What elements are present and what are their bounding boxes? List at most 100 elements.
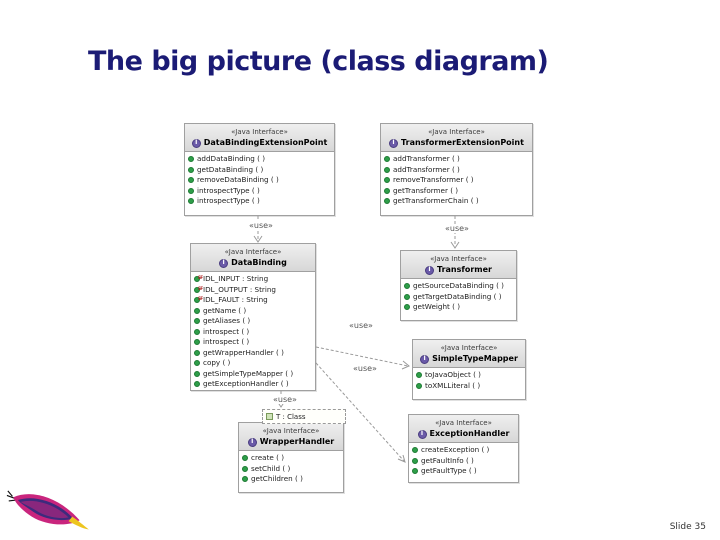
method-label: getDataBinding ( ) (197, 164, 264, 174)
class-body: addTransformer ( )addTransformer ( )remo… (381, 152, 532, 209)
method-row: getSimpleTypeMapper ( ) (194, 369, 312, 380)
stereotype-label: «Java Interface» (428, 128, 485, 136)
class-name-row: I TransformerExtensionPoint (383, 137, 530, 149)
method-label: introspectType ( ) (197, 185, 260, 195)
method-label: toXMLLiteral ( ) (425, 380, 481, 390)
class-header: «Java Interface» I DataBinding (191, 244, 315, 272)
method-icon (188, 187, 194, 194)
class-body: toJavaObject ( )toXMLLiteral ( ) (413, 368, 525, 393)
method-icon (412, 447, 418, 454)
field-row: IDL_INPUT : String (194, 273, 312, 285)
method-row: introspect ( ) (194, 327, 312, 338)
use-label-4: «use» (352, 364, 378, 373)
method-label: removeTransformer ( ) (393, 175, 474, 184)
method-row: getExceptionHandler ( ) (194, 379, 312, 390)
method-icon (188, 166, 194, 173)
method-row: addTransformer ( ) (384, 165, 529, 176)
slide-title: The big picture (class diagram) (88, 46, 549, 77)
method-icon (404, 293, 410, 300)
method-icon (384, 177, 390, 184)
method-icon (412, 468, 418, 475)
method-row: getAliases ( ) (194, 316, 312, 327)
method-row: addDataBinding ( ) (188, 154, 331, 165)
method-label: introspect ( ) (203, 326, 250, 336)
method-label: getSourceDataBinding ( ) (413, 281, 504, 290)
field-row: IDL_FAULT : String (194, 294, 312, 306)
method-row: getSourceDataBinding ( ) (404, 281, 513, 292)
method-icon (194, 349, 200, 356)
use-label-3: «use» (348, 321, 374, 330)
method-icon (384, 156, 390, 163)
class-name-row: I SimpleTypeMapper (415, 353, 523, 365)
class-header: «Java Interface» I SimpleTypeMapper (413, 340, 525, 368)
method-label: getSimpleTypeMapper ( ) (203, 368, 294, 378)
field-icon (194, 294, 203, 305)
method-icon (194, 318, 200, 325)
stereotype-label: «Java Interface» (440, 344, 498, 352)
method-icon (384, 198, 390, 205)
field-label: IDL_OUTPUT : String (203, 284, 276, 294)
method-row: getFaultType ( ) (412, 466, 515, 477)
class-box-databindingextensionpoint: «Java Interface» I DataBindingExtensionP… (184, 123, 335, 216)
class-box-exceptionhandler: «Java Interface» I ExceptionHandler crea… (408, 414, 519, 483)
class-box-transformer: «Java Interface» I Transformer getSource… (400, 250, 517, 321)
class-header: «Java Interface» I WrapperHandler (239, 423, 343, 451)
method-label: createException ( ) (421, 445, 490, 454)
method-row: getTransformer ( ) (384, 186, 529, 197)
class-name: WrapperHandler (259, 437, 335, 446)
field-icon (194, 273, 203, 284)
method-row: getFaultInfo ( ) (412, 456, 515, 467)
class-header: «Java Interface» I Transformer (401, 251, 516, 279)
method-label: getExceptionHandler ( ) (203, 379, 289, 388)
method-icon (194, 307, 200, 314)
method-icon (194, 339, 200, 346)
template-param-icon (266, 413, 273, 420)
class-name: ExceptionHandler (429, 429, 510, 438)
interface-icon: I (219, 258, 229, 268)
class-header: «Java Interface» I ExceptionHandler (409, 415, 518, 443)
method-row: getChildren ( ) (242, 474, 340, 485)
method-row: getName ( ) (194, 306, 312, 317)
class-name: DataBindingExtensionPoint (203, 138, 328, 147)
stereotype-label: «Java Interface» (430, 255, 487, 263)
method-icon (188, 177, 194, 184)
method-label: getChildren ( ) (251, 474, 303, 483)
method-label: getTransformer ( ) (393, 185, 459, 195)
method-row: getWeight ( ) (404, 302, 513, 313)
method-icon (412, 457, 418, 464)
method-icon (194, 328, 200, 335)
interface-icon: I (247, 437, 257, 447)
class-body: addDataBinding ( )getDataBinding ( )remo… (185, 152, 334, 209)
method-icon (188, 198, 194, 205)
method-icon (404, 304, 410, 311)
class-body: IDL_INPUT : StringIDL_OUTPUT : StringIDL… (191, 272, 315, 392)
class-name-row: I DataBindingExtensionPoint (187, 137, 332, 149)
stereotype-label: «Java Interface» (224, 248, 282, 256)
method-row: removeTransformer ( ) (384, 175, 529, 186)
method-label: getWrapperHandler ( ) (203, 347, 284, 357)
method-icon (416, 382, 422, 389)
template-param-label: T : Class (276, 412, 306, 421)
class-name-row: I ExceptionHandler (411, 428, 516, 440)
apache-feather-logo (6, 490, 89, 530)
method-row: create ( ) (242, 453, 340, 464)
method-icon (384, 187, 390, 194)
method-row: addTransformer ( ) (384, 154, 529, 165)
method-icon (194, 360, 200, 367)
method-label: getWeight ( ) (413, 302, 461, 311)
slide-number: Slide 35 (669, 522, 706, 532)
method-label: create ( ) (251, 453, 284, 462)
interface-icon: I (191, 138, 201, 148)
class-name-row: I DataBinding (193, 257, 313, 269)
method-row: setChild ( ) (242, 464, 340, 475)
method-row: getTargetDataBinding ( ) (404, 292, 513, 303)
method-icon (194, 370, 200, 377)
method-label: getTargetDataBinding ( ) (413, 291, 502, 301)
method-icon (242, 476, 248, 483)
method-label: setChild ( ) (251, 463, 291, 473)
method-row: getTransformerChain ( ) (384, 196, 529, 207)
method-row: copy ( ) (194, 358, 312, 369)
field-label: IDL_INPUT : String (203, 274, 269, 283)
